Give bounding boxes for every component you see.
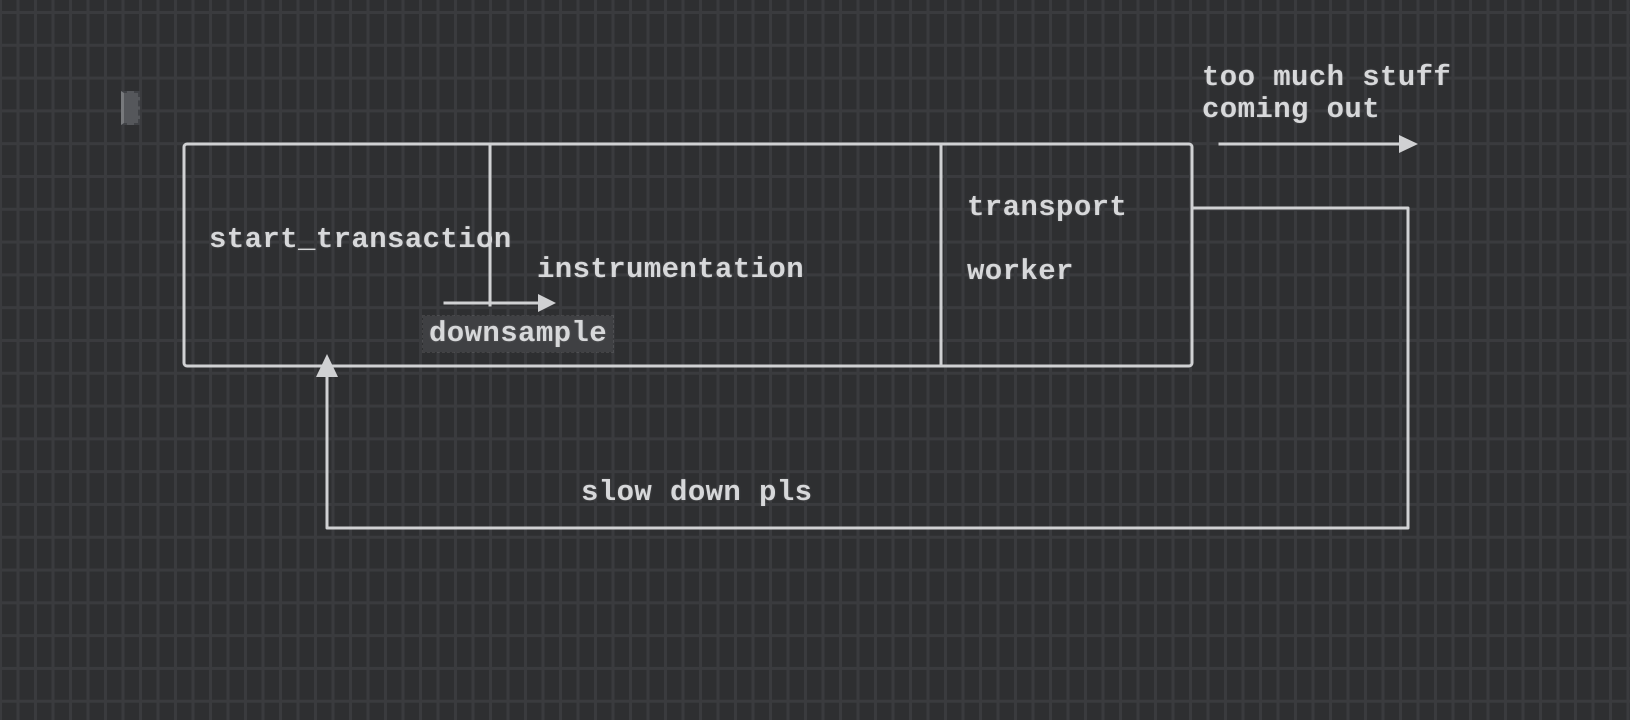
right-arrowhead-icon — [538, 294, 556, 312]
label-output-note-line1[interactable]: too much stuff — [1202, 61, 1452, 94]
label-feedback-note[interactable]: slow down pls — [581, 476, 813, 509]
label-transport[interactable]: transport — [967, 191, 1128, 224]
feedback-loop-arrow[interactable] — [316, 206, 1410, 530]
label-worker[interactable]: worker — [967, 255, 1074, 288]
text-cursor — [121, 91, 140, 125]
label-output-note-line2[interactable]: coming out — [1202, 93, 1381, 126]
up-arrowhead-icon — [316, 354, 338, 377]
label-downsample[interactable]: downsample — [421, 315, 615, 353]
pipeline-box-outline[interactable] — [182, 142, 1194, 368]
feedback-loop-line[interactable] — [325, 206, 1410, 530]
output-arrow[interactable] — [1218, 135, 1418, 153]
downsample-arrow[interactable] — [443, 294, 556, 312]
label-instrumentation[interactable]: instrumentation — [537, 253, 805, 286]
right-arrowhead-icon — [1399, 135, 1418, 153]
pipeline-box[interactable] — [182, 142, 1194, 368]
label-start-transaction[interactable]: start_transaction — [209, 223, 512, 256]
